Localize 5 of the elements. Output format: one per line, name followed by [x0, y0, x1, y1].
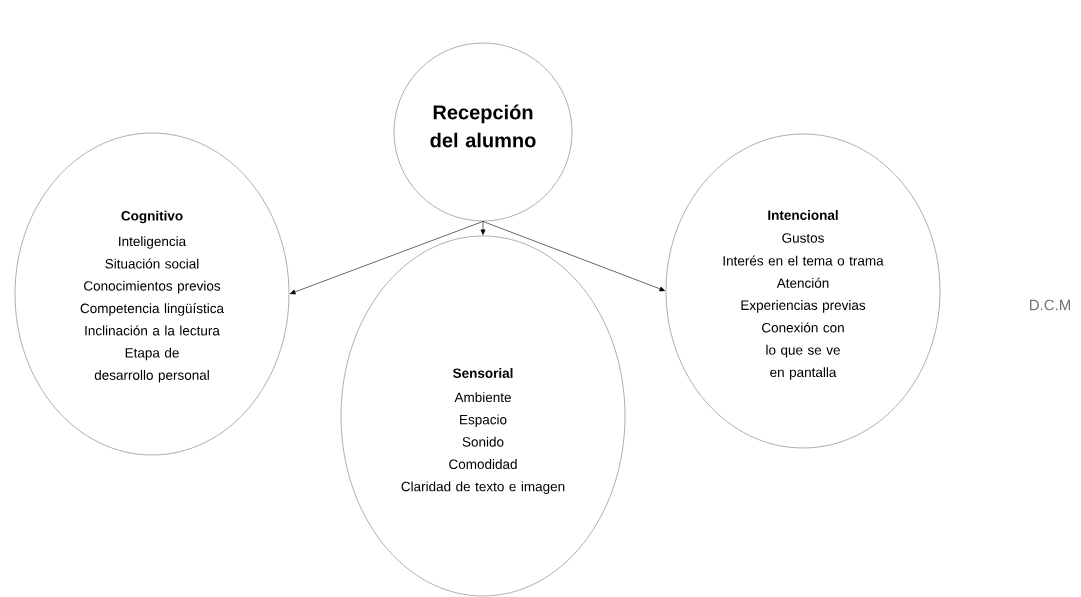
- arrow: [480, 221, 486, 236]
- arrow: [482, 221, 666, 292]
- circle-node: Recepción del alumno: [393, 42, 573, 222]
- arrow: [289, 221, 484, 295]
- author-initials: D.C.M: [1030, 299, 1071, 311]
